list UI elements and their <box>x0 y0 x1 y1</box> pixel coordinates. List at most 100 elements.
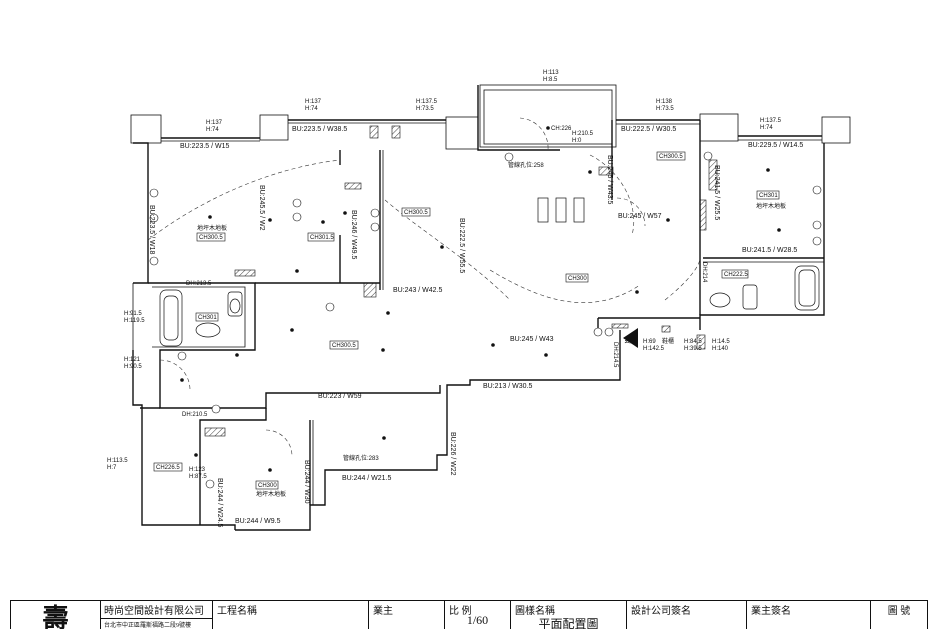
label-h1375-2: H:137.5 <box>760 118 782 124</box>
svg-text:CH301.5: CH301.5 <box>310 235 334 241</box>
svg-text:H:140: H:140 <box>712 346 729 352</box>
drawing-cell: 圖樣名稱 平面配置圖 <box>511 601 627 629</box>
svg-text:CH222.5: CH222.5 <box>724 272 748 278</box>
svg-text:CH300.5: CH300.5 <box>404 210 428 216</box>
svg-text:BU:245 / W57: BU:245 / W57 <box>618 213 662 220</box>
label-h113-top: H:113 <box>543 70 559 76</box>
svg-text:BU:245 / W43: BU:245 / W43 <box>510 336 554 343</box>
svg-text:H:7: H:7 <box>107 465 117 471</box>
svg-text:BU:223 / W59: BU:223 / W59 <box>318 393 362 400</box>
ceiling-height-tags: CH300.5 CH301.5 CH300.5 CH300 CH300.5 CH… <box>153 151 780 490</box>
svg-text:BU:223.5 / W15: BU:223.5 / W15 <box>180 143 230 150</box>
svg-text:DH:213.5: DH:213.5 <box>186 281 212 287</box>
hatched-pillars <box>204 125 718 437</box>
svg-text:H:14.5: H:14.5 <box>712 339 730 345</box>
misc-labels: 管線孔位:258 地坪木地板 地坪木地板 地坪木地板 管線孔位:283 玄關 鞋… <box>197 161 786 498</box>
interior-walls <box>140 120 824 525</box>
svg-text:H:210.5: H:210.5 <box>572 131 594 137</box>
light-points <box>180 126 781 472</box>
svg-text:H:123: H:123 <box>189 467 206 473</box>
dimension-labels: BU:223.5 / W15 BU:223.5 / W38.5 BU:222.5… <box>148 126 803 528</box>
entrance-arrow-icon <box>623 328 638 348</box>
company-name: 時尚空間設計有限公司 <box>101 601 212 619</box>
svg-text:BU:241.5 / W28.5: BU:241.5 / W28.5 <box>742 247 797 254</box>
svg-text:CH:226: CH:226 <box>551 126 572 132</box>
owner-label: 業主 <box>373 606 393 617</box>
owner-sign-cell: 業主簽名 <box>747 601 871 629</box>
owner-sign-label: 業主簽名 <box>751 606 791 617</box>
svg-text:BU:241.5 / W25.5: BU:241.5 / W25.5 <box>713 165 720 220</box>
svg-text:H:87.5: H:87.5 <box>189 474 207 480</box>
label-h137-1: H:137 <box>206 120 223 126</box>
title-block: 壽 時尚空間設計有限公司 台北市中正區羅斯福路二段9號樓 工程名稱 業主 比 例… <box>10 600 928 629</box>
svg-text:BU:244 / W9.5: BU:244 / W9.5 <box>235 518 281 525</box>
svg-text:DH:210.5: DH:210.5 <box>182 412 208 418</box>
svg-text:H:90.5: H:90.5 <box>124 364 142 370</box>
drawing-label: 圖樣名稱 <box>515 606 555 617</box>
label-h138: H:138 <box>656 99 673 105</box>
svg-text:BU:246 / W49.5: BU:246 / W49.5 <box>350 210 357 260</box>
company-logo: 壽 <box>11 601 101 629</box>
svg-text:H:74: H:74 <box>305 106 318 112</box>
svg-text:BU:244 / W30: BU:244 / W30 <box>303 460 310 504</box>
scale-label: 比 例 <box>449 606 472 617</box>
svg-text:H:74: H:74 <box>760 125 773 131</box>
label-h1375-1: H:137.5 <box>416 99 438 105</box>
owner-cell: 業主 <box>369 601 445 629</box>
svg-text:鞋櫃: 鞋櫃 <box>662 337 674 345</box>
sheet-no-cell: 圖 號 <box>871 601 927 629</box>
svg-text:H:8.5: H:8.5 <box>543 77 558 83</box>
project-label: 工程名稱 <box>217 606 257 617</box>
svg-text:BU:213 / W30.5: BU:213 / W30.5 <box>483 383 533 390</box>
svg-text:CH300: CH300 <box>258 483 277 489</box>
svg-text:CH226.5: CH226.5 <box>156 465 180 471</box>
svg-text:地坪木地板: 地坪木地板 <box>756 202 786 210</box>
svg-text:H:73.5: H:73.5 <box>656 106 674 112</box>
svg-text:H:142.5: H:142.5 <box>643 346 665 352</box>
svg-text:BU:245 / W43.5: BU:245 / W43.5 <box>606 155 613 205</box>
svg-text:BU:244 / W24.5: BU:244 / W24.5 <box>216 478 223 528</box>
svg-text:H:0: H:0 <box>572 138 582 144</box>
svg-text:BU:222.5 / W55.5: BU:222.5 / W55.5 <box>458 218 465 273</box>
label-h137-2: H:137 <box>305 99 322 105</box>
svg-text:H:119.5: H:119.5 <box>124 318 145 324</box>
door-swings <box>147 117 701 457</box>
svg-text:BU:243 / W42.5: BU:243 / W42.5 <box>393 287 443 294</box>
svg-text:H:69: H:69 <box>643 339 656 345</box>
svg-text:DH:214: DH:214 <box>701 262 707 283</box>
svg-text:H:113.5: H:113.5 <box>107 458 128 464</box>
svg-text:H:73.5: H:73.5 <box>416 106 434 112</box>
svg-text:BU:245.5 / W2: BU:245.5 / W2 <box>258 185 265 231</box>
svg-text:BU:222.5 / W30.5: BU:222.5 / W30.5 <box>621 126 676 133</box>
designer-sign-label: 設計公司簽名 <box>631 606 691 617</box>
svg-text:CH300: CH300 <box>568 276 587 282</box>
svg-text:CH301: CH301 <box>198 315 217 321</box>
svg-text:管線孔位:258: 管線孔位:258 <box>508 161 544 169</box>
svg-text:管線孔位:283: 管線孔位:283 <box>343 454 379 462</box>
svg-text:H:74: H:74 <box>206 127 219 133</box>
svg-text:DH:214.5: DH:214.5 <box>612 342 618 368</box>
svg-text:BU:223.5 / W38.5: BU:223.5 / W38.5 <box>292 126 347 133</box>
svg-text:CH300.5: CH300.5 <box>659 154 683 160</box>
svg-text:CH301: CH301 <box>759 193 778 199</box>
bathroom-fixtures <box>159 197 820 347</box>
drawing-value: 平面配置圖 <box>538 617 599 629</box>
svg-text:CH300.5: CH300.5 <box>199 235 223 241</box>
svg-text:BU:223.5 / W18: BU:223.5 / W18 <box>148 205 155 255</box>
svg-text:H:84.5: H:84.5 <box>684 339 702 345</box>
designer-sign-cell: 設計公司簽名 <box>627 601 747 629</box>
scale-value: 1/60 <box>466 613 489 627</box>
sheet-no-label: 圖 號 <box>887 606 911 617</box>
svg-text:H:39.5: H:39.5 <box>684 346 702 352</box>
scale-cell: 比 例 1/60 <box>445 601 511 629</box>
svg-text:地坪木地板: 地坪木地板 <box>197 224 227 232</box>
svg-text:H:121: H:121 <box>124 357 141 363</box>
svg-text:CH300.5: CH300.5 <box>332 343 356 349</box>
svg-text:BU:244 / W21.5: BU:244 / W21.5 <box>342 475 392 482</box>
svg-text:玄關: 玄關 <box>624 337 636 345</box>
svg-text:H:91.5: H:91.5 <box>124 311 142 317</box>
company-info: 時尚空間設計有限公司 台北市中正區羅斯福路二段9號樓 <box>101 601 213 629</box>
